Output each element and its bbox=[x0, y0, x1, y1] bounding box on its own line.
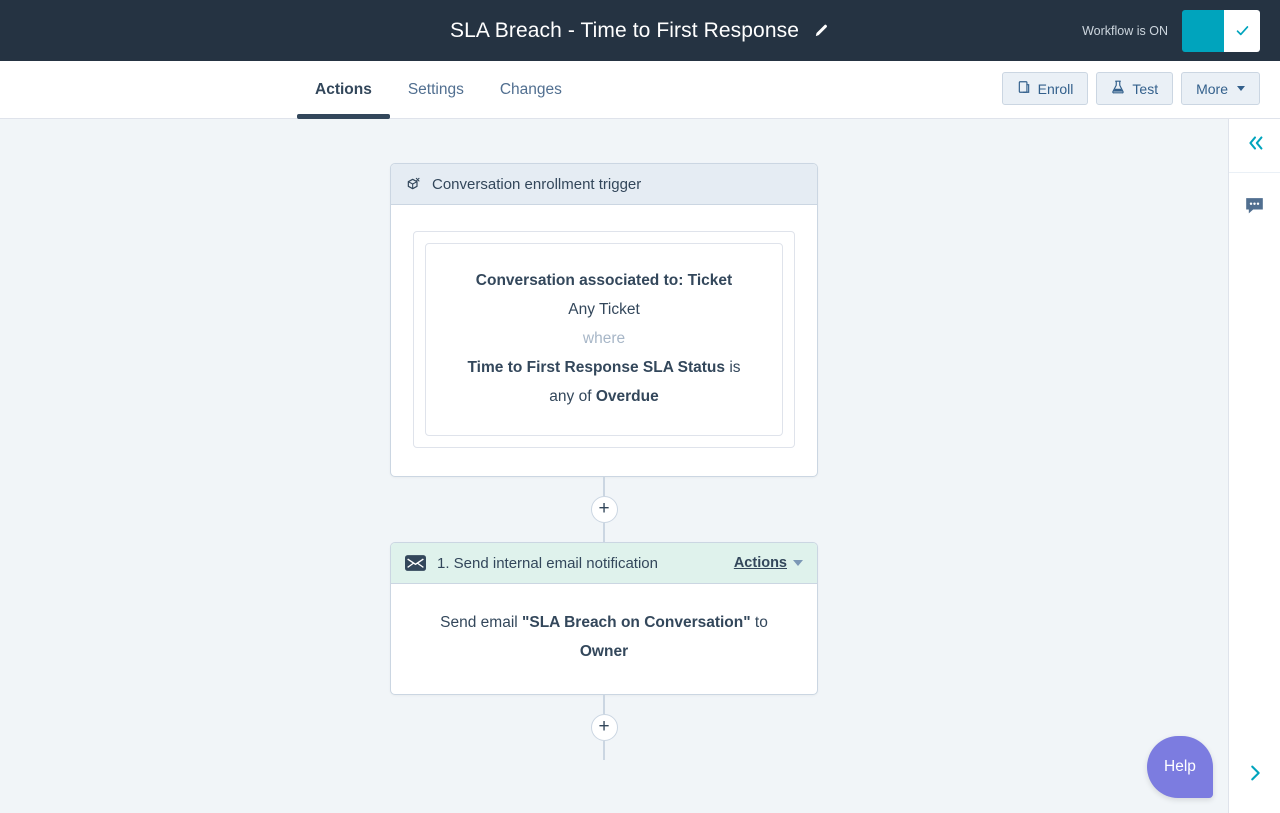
chevron-down-icon bbox=[1237, 86, 1245, 91]
page-title: SLA Breach - Time to First Response bbox=[450, 18, 799, 42]
action-card-body: Send email "SLA Breach on Conversation" … bbox=[391, 584, 817, 694]
enrollment-trigger-card[interactable]: Conversation enrollment trigger Conversa… bbox=[390, 163, 818, 477]
chat-panel-button[interactable] bbox=[1229, 173, 1280, 243]
filter-operator: is bbox=[725, 359, 741, 376]
tab-list: Actions Settings Changes bbox=[297, 61, 580, 119]
action-body-prefix: Send email bbox=[440, 614, 523, 631]
filter-line-object: Any Ticket bbox=[568, 301, 640, 318]
filter-property-name: Time to First Response SLA Status bbox=[467, 359, 726, 376]
tab-actions[interactable]: Actions bbox=[297, 61, 390, 119]
workflow-status-label: Workflow is ON bbox=[1082, 23, 1168, 38]
plus-icon: + bbox=[598, 498, 610, 519]
tab-settings[interactable]: Settings bbox=[407, 81, 464, 98]
connector-line-top bbox=[603, 695, 605, 714]
top-bar: SLA Breach - Time to First Response Work… bbox=[0, 0, 1280, 61]
enroll-button[interactable]: Enroll bbox=[1001, 72, 1089, 105]
tab-changes[interactable]: Changes bbox=[499, 81, 562, 98]
help-button[interactable]: Help bbox=[1147, 736, 1213, 798]
action-card-1[interactable]: 1. Send internal email notification Acti… bbox=[390, 542, 818, 695]
action-actions-dropdown[interactable]: Actions bbox=[733, 555, 787, 571]
trigger-card-header: Conversation enrollment trigger bbox=[391, 164, 817, 205]
trigger-icon bbox=[405, 176, 421, 192]
connector-line-bottom bbox=[603, 523, 605, 542]
chevron-right-icon bbox=[1244, 762, 1266, 789]
action-body-connector: to bbox=[750, 614, 768, 631]
more-button[interactable]: More bbox=[1181, 72, 1260, 105]
filter-criteria[interactable]: Conversation associated to: Ticket Any T… bbox=[425, 243, 783, 436]
workflow-canvas[interactable]: Conversation enrollment trigger Conversa… bbox=[0, 119, 1228, 813]
add-action-button-1[interactable]: + bbox=[590, 496, 618, 523]
pencil-icon[interactable] bbox=[813, 22, 830, 39]
tab-bar: Actions Settings Changes Enroll Test bbox=[0, 61, 1280, 119]
toggle-track bbox=[1182, 9, 1224, 52]
action-header-label: 1. Send internal email notification bbox=[437, 554, 658, 572]
flask-icon bbox=[1111, 80, 1125, 97]
filter-value-prefix: any of bbox=[549, 388, 596, 405]
test-label: Test bbox=[1132, 80, 1159, 97]
connector-line-top bbox=[603, 477, 605, 496]
test-button[interactable]: Test bbox=[1096, 72, 1174, 105]
toggle-knob bbox=[1224, 9, 1260, 52]
plus-icon: + bbox=[598, 716, 610, 737]
filter-line-association: Conversation associated to: Ticket bbox=[475, 272, 733, 289]
check-icon bbox=[1236, 26, 1248, 36]
connector-2: + bbox=[390, 695, 818, 760]
filter-value: Overdue bbox=[595, 388, 659, 405]
more-label: More bbox=[1196, 80, 1228, 97]
action-card-header: 1. Send internal email notification Acti… bbox=[391, 543, 817, 584]
workflow-flow: Conversation enrollment trigger Conversa… bbox=[390, 163, 818, 760]
enroll-label: Enroll bbox=[1037, 80, 1074, 97]
filter-line-value: any of Overdue bbox=[444, 382, 764, 411]
connector-1: + bbox=[390, 477, 818, 542]
chat-bubble-icon bbox=[1244, 195, 1265, 221]
filter-group-outer[interactable]: Conversation associated to: Ticket Any T… bbox=[413, 231, 795, 448]
action-email-name: "SLA Breach on Conversation" bbox=[522, 614, 751, 631]
toolbar-buttons: Enroll Test More bbox=[1001, 72, 1260, 105]
filter-line-where: where bbox=[582, 330, 626, 347]
action-recipient: Owner bbox=[579, 643, 629, 660]
filter-line-property: Time to First Response SLA Status is bbox=[444, 353, 764, 382]
chevron-down-icon[interactable] bbox=[793, 560, 803, 566]
email-icon bbox=[405, 555, 426, 571]
trigger-card-body: Conversation associated to: Ticket Any T… bbox=[391, 205, 817, 476]
enroll-icon bbox=[1017, 80, 1031, 97]
collapse-sidebar-button[interactable] bbox=[1229, 119, 1280, 173]
trigger-header-label: Conversation enrollment trigger bbox=[432, 175, 642, 193]
workflow-toggle-area: Workflow is ON bbox=[1082, 0, 1260, 61]
chevrons-left-icon bbox=[1244, 132, 1266, 159]
add-action-button-2[interactable]: + bbox=[590, 714, 618, 741]
expand-panel-button[interactable] bbox=[1229, 762, 1280, 789]
connector-line-bottom bbox=[603, 741, 605, 760]
right-sidebar bbox=[1228, 119, 1280, 813]
workflow-toggle[interactable] bbox=[1182, 9, 1260, 52]
